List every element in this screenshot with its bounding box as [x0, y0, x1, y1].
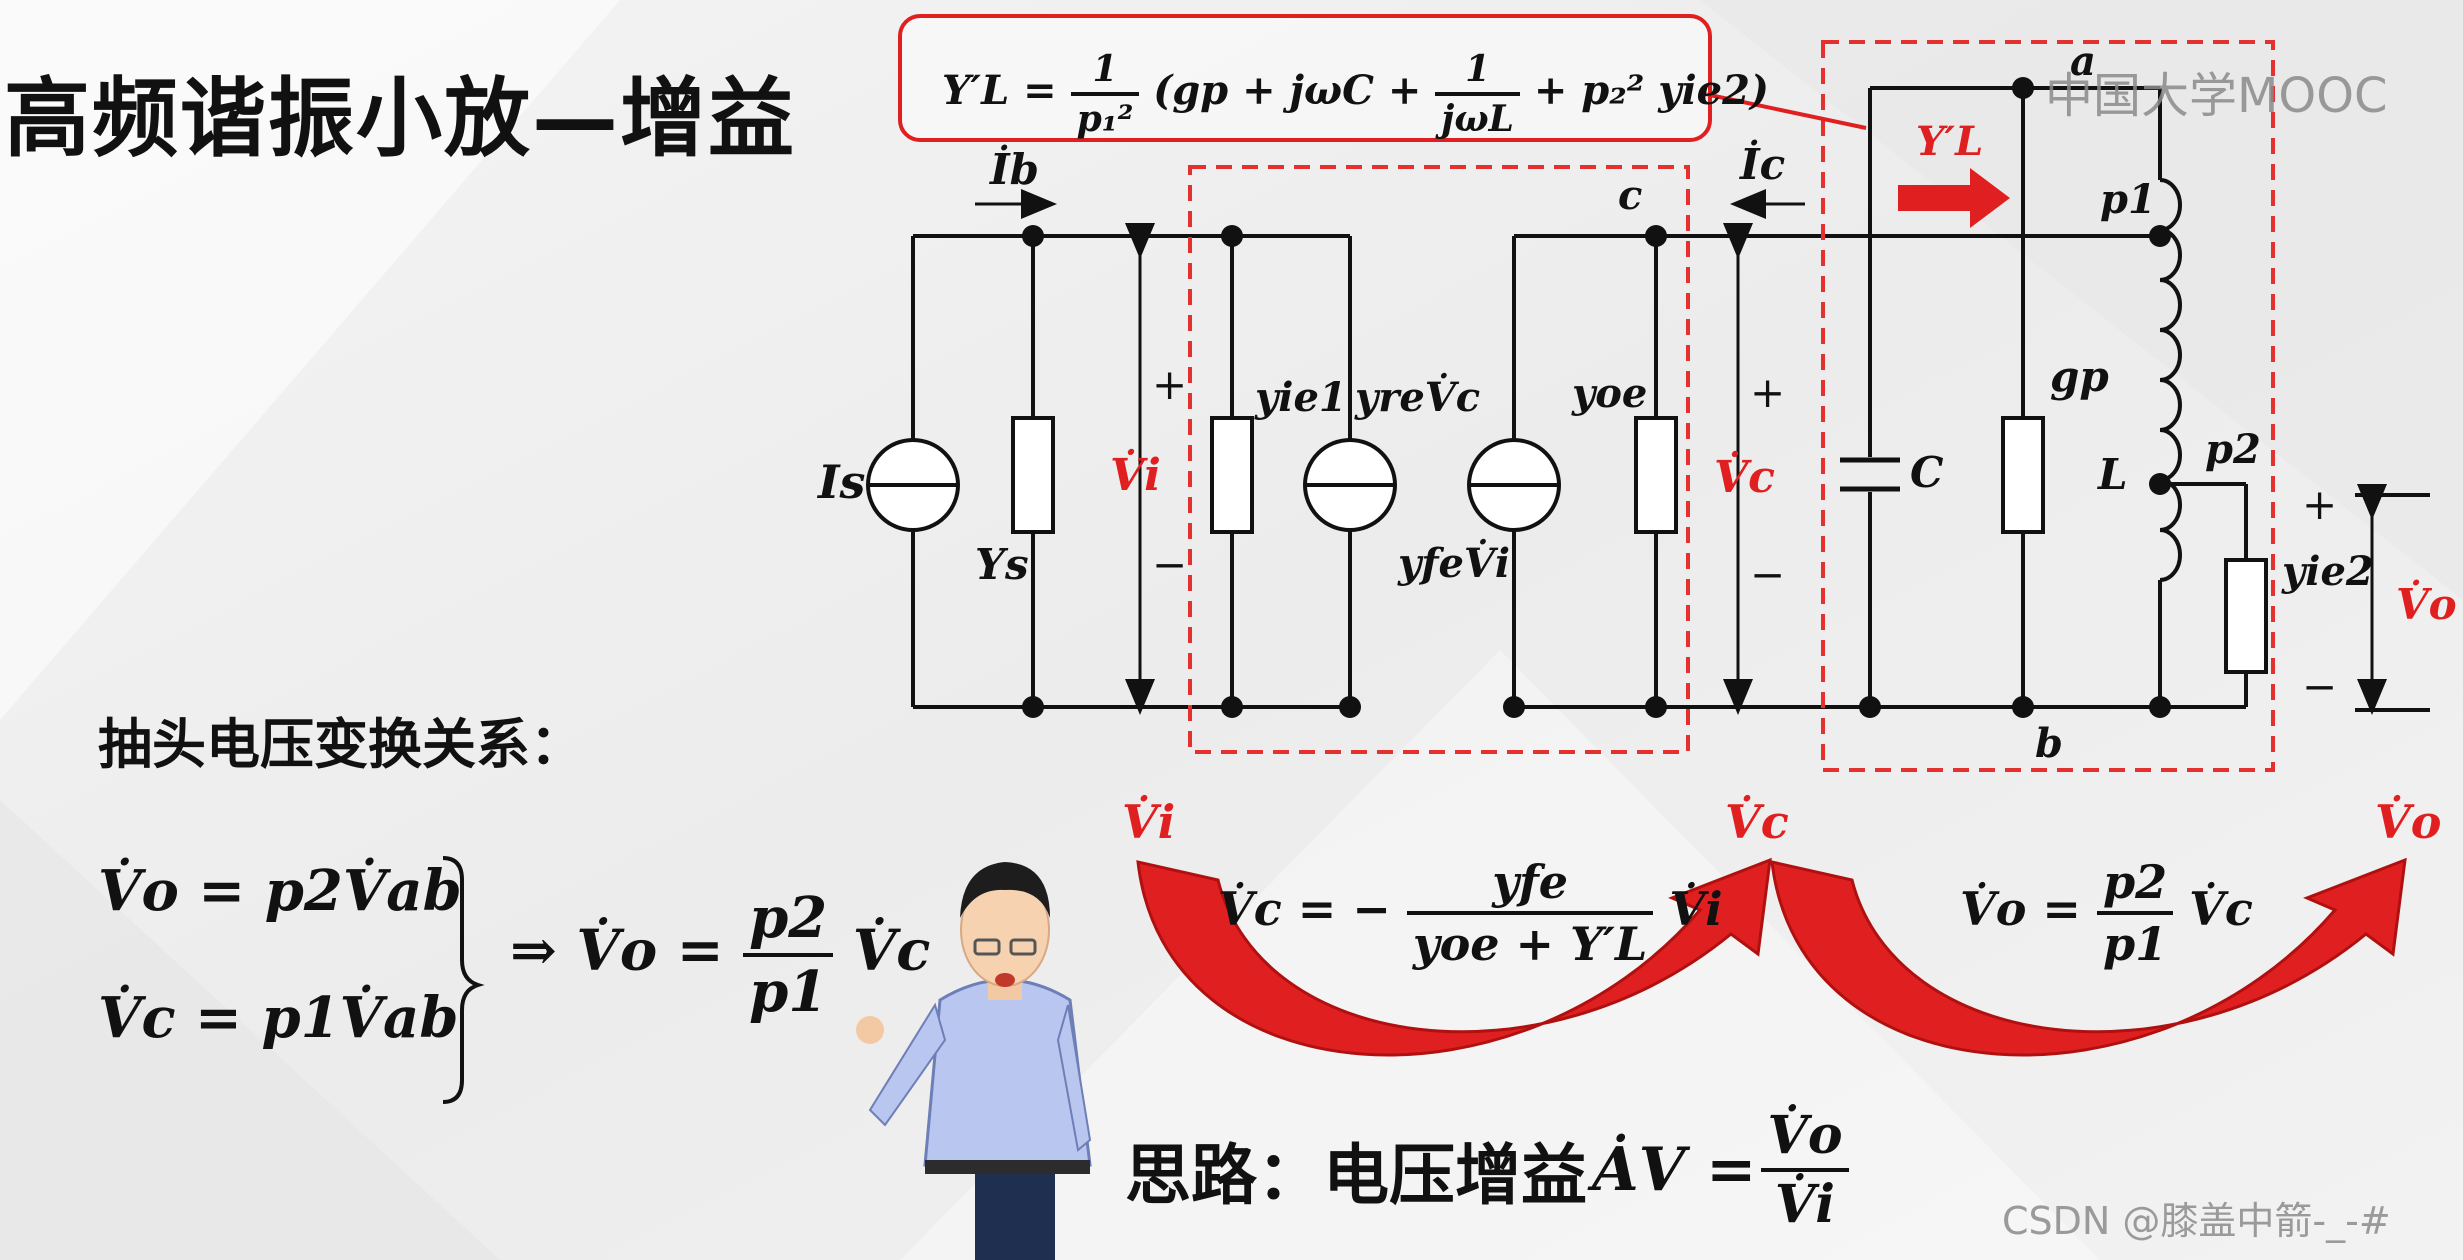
curved-arrow-vi-to-vc	[1136, 857, 1772, 1057]
admittance-yoe	[1634, 416, 1678, 534]
tap-heading: 抽头电压变换关系：	[98, 713, 584, 776]
gain-line: 思路：电压增益 ȦV = V̇o V̇i	[1125, 1105, 1849, 1235]
circuit	[911, 86, 2430, 712]
label-vc-plus: +	[1750, 368, 1786, 417]
yl-direction-arrow	[1898, 168, 2010, 228]
label-yrevc: yreV̇c	[1355, 374, 1481, 421]
flow-label-vc: V̇c	[1725, 795, 1789, 849]
label-is: Is	[818, 455, 866, 509]
flow-eq1-tail: V̇i	[1669, 882, 1723, 936]
tap-frac-den: p1	[749, 959, 828, 1025]
label-yfevi: yfeV̇i	[1398, 540, 1511, 587]
label-ys: Ys	[975, 540, 1029, 589]
yl-formula-box: Y′L = 1 p₁² (gp + jωC + 1 jωL + p₂² yie2…	[898, 14, 1769, 142]
label-node-a: a	[2070, 38, 2096, 85]
yl-paren-open: (gp + jωC +	[1153, 67, 1422, 114]
flow-label-vo: V̇o	[2375, 795, 2442, 849]
gain-den: V̇i	[1774, 1174, 1836, 1235]
gain-prefix: 思路：电压增益	[1125, 1137, 1587, 1214]
admittance-gp	[2001, 416, 2045, 534]
callout-pointer	[1704, 92, 1867, 130]
label-gp: gp	[2050, 352, 2109, 401]
label-vi: V̇i	[1110, 450, 1161, 501]
gain-av: ȦV =	[1592, 1135, 1757, 1205]
label-yoe: yoe	[1572, 370, 1648, 417]
mooc-watermark: 中国大学MOOC	[2045, 68, 2388, 124]
label-p2: p2	[2205, 426, 2261, 473]
label-vi-plus: +	[1152, 360, 1188, 409]
flow-eq1-den: yoe + Y′L	[1412, 917, 1648, 971]
transistor-dashed-box	[1188, 165, 1690, 754]
gain-num: V̇o	[1761, 1105, 1849, 1172]
tap-tail: V̇c	[852, 917, 931, 984]
current-source-yre	[1303, 438, 1397, 532]
label-vo: V̇o	[2396, 580, 2457, 629]
flow-eq2-lhs: V̇o =	[1960, 882, 2081, 936]
label-yie1: yie1	[1255, 374, 1347, 421]
label-node-b: b	[2035, 720, 2063, 767]
load-dashed-box	[1821, 40, 2275, 772]
current-source-yfe	[1467, 438, 1561, 532]
tap-eq-vo: V̇o = p2V̇ab	[98, 858, 462, 924]
flow-eq1-lhs: V̇c = −	[1218, 882, 1391, 936]
flow-label-vi: V̇i	[1122, 795, 1176, 849]
capacitor-c	[1840, 457, 1900, 492]
inductor-l	[2159, 178, 2182, 582]
slide-title: 高频谐振小放—增益	[4, 69, 796, 169]
label-l: L	[2098, 450, 2128, 499]
yl-formula-eq: =	[1023, 67, 1057, 114]
yl-frac2-den: jωL	[1441, 98, 1514, 140]
label-vi-minus: −	[1152, 540, 1188, 589]
label-ib: İb	[990, 145, 1040, 194]
csdn-watermark: CSDN @膝盖中箭-_-#	[2002, 1199, 2391, 1243]
tap-frac-num: p2	[743, 885, 834, 957]
current-source-is	[866, 438, 960, 532]
yl-formula-lhs: Y′L	[942, 67, 1010, 114]
label-ic: İc	[1740, 140, 1786, 189]
flow-eq2-den: p1	[2102, 917, 2168, 971]
label-yl: Y′L	[1916, 118, 1984, 165]
flow-eq-vc: V̇c = − yfe yoe + Y′L V̇i	[1218, 855, 1723, 971]
yl-frac2-num: 1	[1435, 48, 1520, 96]
flow-eq-vo: V̇o = p2 p1 V̇c	[1960, 855, 2253, 971]
tap-implies: ⇒ V̇o =	[510, 917, 724, 984]
label-cap-c: C	[1910, 448, 1944, 497]
curved-arrow-vc-to-vo	[1770, 857, 2407, 1057]
yl-paren-close: + p₂² yie2)	[1533, 67, 1769, 114]
tap-eq-vc: V̇c = p1V̇ab	[98, 985, 459, 1051]
label-vo-plus: +	[2302, 480, 2338, 529]
admittance-yie1	[1210, 416, 1254, 534]
flow-eq1-num: yfe	[1406, 855, 1654, 915]
flow-eq2-num: p2	[2096, 855, 2174, 915]
label-yie2: yie2	[2282, 548, 2374, 595]
label-vc: V̇c	[1714, 452, 1775, 503]
label-vo-minus: −	[2302, 662, 2338, 711]
junction-dots	[1022, 77, 2171, 718]
yl-frac1-den: p₁²	[1076, 98, 1134, 140]
label-node-c: c	[1618, 172, 1643, 219]
label-vc-minus: −	[1750, 550, 1786, 599]
tap-result: ⇒ V̇o = p2 p1 V̇c	[510, 885, 930, 1025]
yl-frac1-num: 1	[1070, 48, 1140, 96]
admittance-yie2	[2224, 558, 2268, 674]
flow-eq2-tail: V̇c	[2189, 882, 2253, 936]
label-p1: p1	[2100, 176, 2156, 223]
teacher-avatar	[856, 862, 1092, 1260]
equation-brace	[442, 856, 485, 1104]
admittance-ys	[1011, 416, 1055, 534]
